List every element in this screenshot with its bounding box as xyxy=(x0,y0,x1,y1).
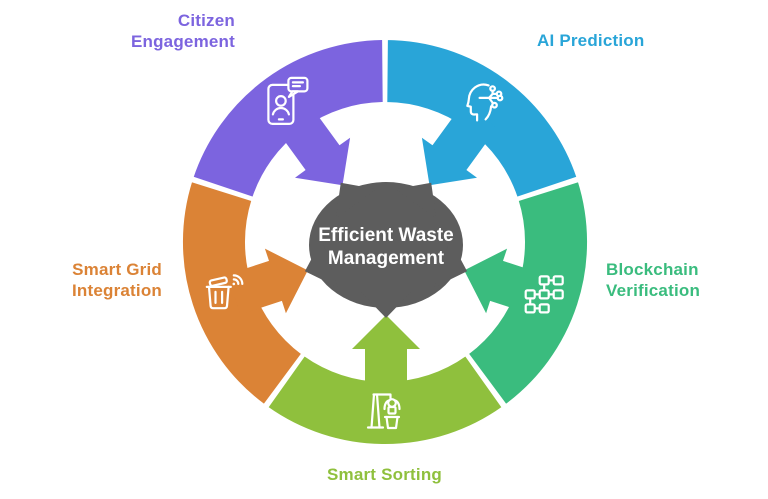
robotic-sorting-arm-icon xyxy=(366,393,401,430)
arrow-smart-sorting xyxy=(352,315,420,405)
arrow-tip-smart-grid-integration xyxy=(304,239,338,288)
arrow-tip-ai-prediction xyxy=(395,182,437,219)
arrow-tip-smart-sorting xyxy=(361,292,411,318)
center-circle xyxy=(309,182,463,308)
label-smart-sorting: Smart Sorting xyxy=(326,465,442,484)
arrow-ai-prediction xyxy=(421,103,497,186)
arrow-citizen-engagement xyxy=(275,103,351,186)
ai-head-icon xyxy=(466,83,504,122)
center-title-line1: Efficient Waste xyxy=(318,225,454,246)
arrow-tip-citizen-engagement xyxy=(335,182,377,219)
center-title: Efficient Waste Management xyxy=(276,224,496,270)
center-title-line2: Management xyxy=(327,248,445,269)
blockchain-network-icon xyxy=(524,275,564,314)
arrow-smart-grid-integration xyxy=(227,248,308,315)
label-ai-prediction: AI Prediction xyxy=(537,31,645,50)
phone-chat-icon xyxy=(267,76,309,126)
smart-trash-bin-wifi-icon xyxy=(205,274,244,310)
arrow-tip-blockchain-verification xyxy=(434,239,468,288)
label-smart-grid-integration: Smart Grid Integration xyxy=(71,260,162,300)
label-blockchain-verification: Blockchain Verification xyxy=(606,260,701,300)
label-citizen-engagement: Citizen Engagement xyxy=(130,11,235,51)
arrow-blockchain-verification xyxy=(464,248,545,315)
